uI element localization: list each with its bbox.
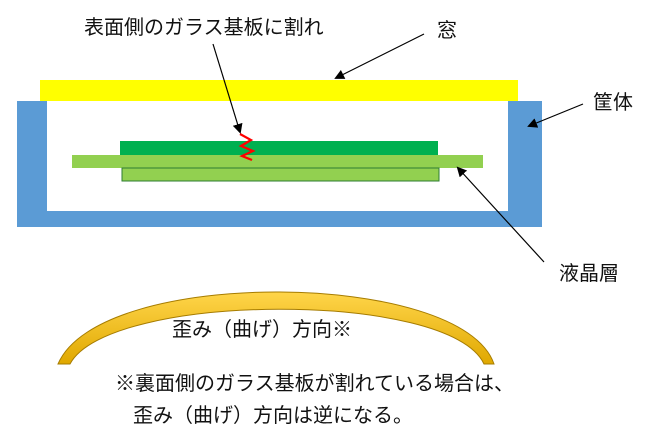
housing — [17, 101, 542, 227]
window-plate — [40, 80, 518, 101]
rear-glass-substrate — [121, 167, 440, 182]
note-line-1: ※裏面側のガラス基板が割れている場合は、 — [115, 371, 514, 395]
label-housing: 筐体 — [593, 90, 633, 114]
liquid-crystal-layer — [72, 155, 483, 168]
label-crack-front: 表面側のガラス基板に割れ — [84, 15, 324, 39]
arrow-housing — [527, 103, 584, 128]
arrow-window — [334, 33, 425, 79]
bending-direction-arc — [57, 291, 495, 365]
arrow-crack — [212, 43, 243, 134]
crack-mark — [238, 133, 256, 162]
front-glass-substrate — [120, 141, 438, 155]
note-line-2: 歪み（曲げ）方向は逆になる。 — [133, 403, 413, 427]
label-lc-layer: 液晶層 — [559, 261, 619, 285]
label-direction: 歪み（曲げ）方向※ — [172, 317, 352, 341]
arrow-lc-layer — [456, 166, 545, 263]
label-window: 窓 — [437, 18, 457, 42]
